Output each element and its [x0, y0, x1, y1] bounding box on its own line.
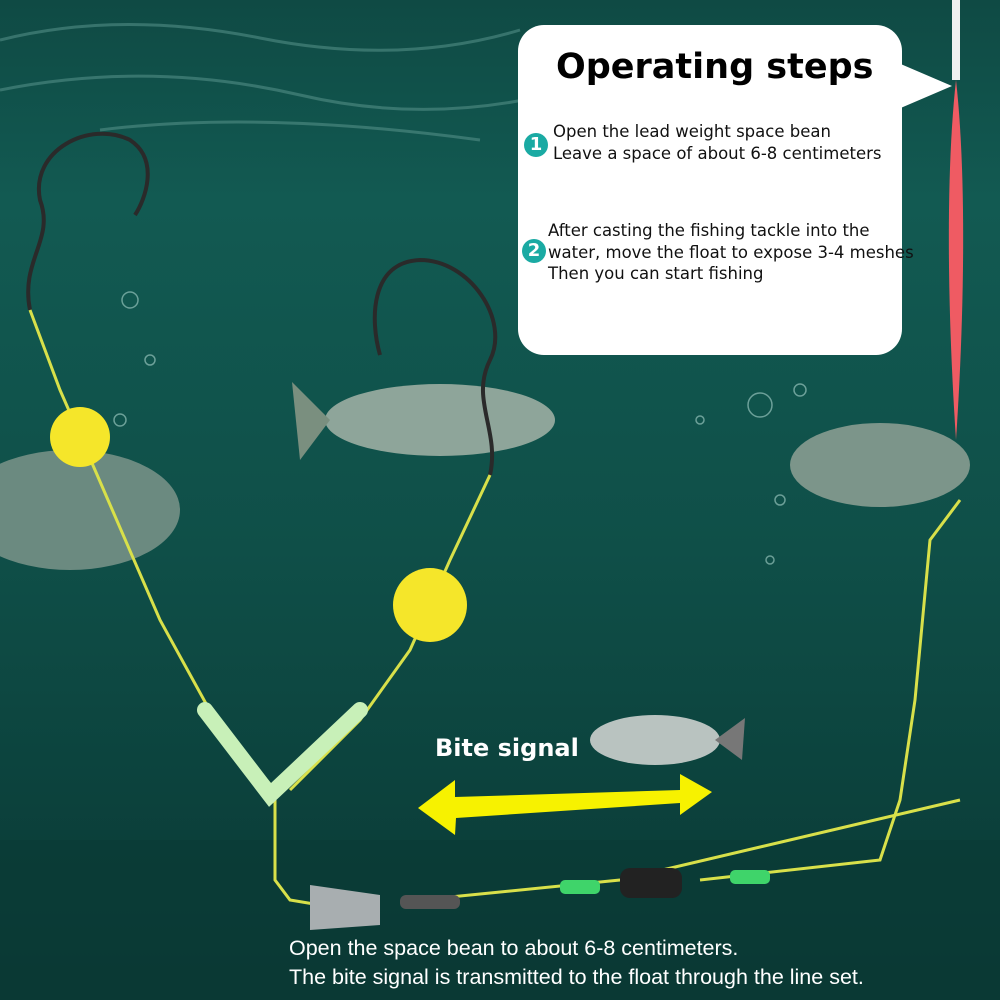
yellow-bead-left: [50, 407, 110, 467]
green-sleeve: [730, 870, 770, 884]
step-line: Leave a space of about 6-8 centimeters: [553, 143, 882, 163]
step-line: Then you can start fishing: [548, 264, 764, 283]
step-1-number-icon: 1: [524, 133, 548, 157]
bubbles: [113, 291, 807, 565]
fish-left: [0, 450, 180, 570]
y-connector: [197, 702, 368, 807]
step-1-text: Open the lead weight space bean Leave a …: [553, 121, 882, 164]
lead-weight-sinker: [310, 885, 380, 930]
water-surface: [0, 22, 601, 142]
float-body: [948, 80, 964, 440]
step-2-number-icon: 2: [522, 239, 546, 263]
bite-signal-label: Bite signal: [435, 734, 579, 762]
bite-signal-arrow: [418, 774, 712, 835]
hook-right: [372, 257, 498, 476]
caption-line-1: Open the space bean to about 6-8 centime…: [289, 936, 739, 960]
yellow-bead-right: [393, 568, 467, 642]
panel-pointer: [896, 62, 952, 110]
space-bean: [620, 868, 682, 898]
caption-line-2: The bite signal is transmitted to the fl…: [289, 965, 864, 989]
swivel: [400, 895, 460, 909]
green-sleeve: [560, 880, 600, 894]
fish-right: [790, 423, 970, 507]
step-2-text: After casting the fishing tackle into th…: [548, 220, 914, 285]
caption: Open the space bean to about 6-8 centime…: [289, 934, 864, 992]
step-line: Open the lead weight space bean: [553, 122, 831, 141]
step-line: After casting the fishing tackle into th…: [548, 221, 870, 240]
fish-center: [292, 382, 555, 460]
operating-steps-panel: Operating steps 1 Open the lead weight s…: [518, 25, 914, 355]
hook-left: [26, 131, 150, 311]
float-antenna: [952, 0, 960, 80]
step-line: water, move the float to expose 3-4 mesh…: [548, 242, 914, 262]
panel-title: Operating steps: [556, 47, 874, 87]
fish-small: [590, 715, 745, 765]
